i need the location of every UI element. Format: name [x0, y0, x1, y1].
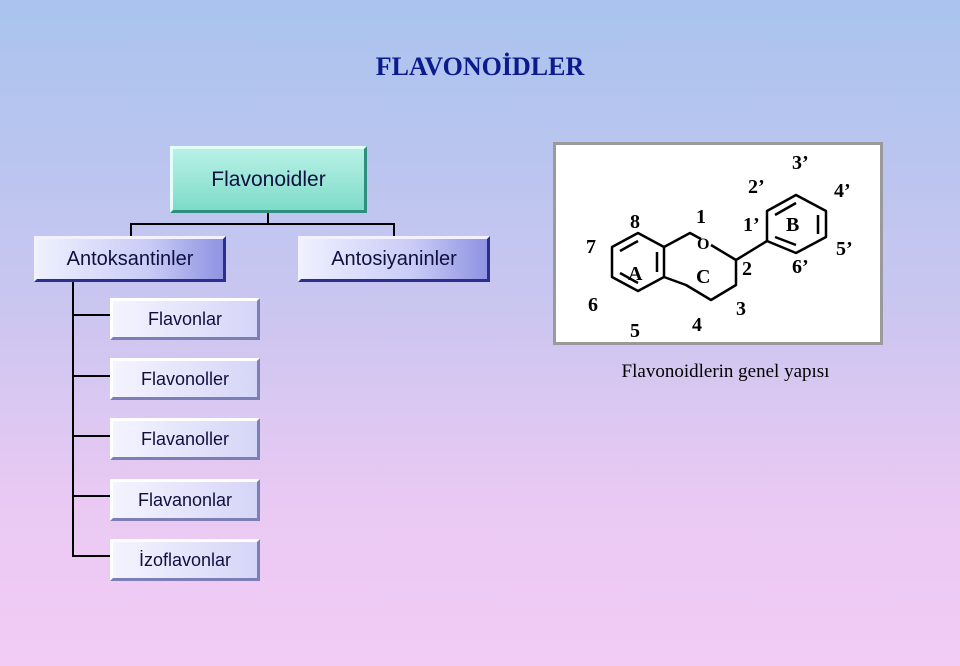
flavonoid-structure-diagram: O A C B 1 2 3 4 5 6 7 8 1’ 2’ 3’ 4’ 5’ 6…	[553, 142, 883, 345]
connector-left-drop	[130, 223, 132, 236]
atom-number-4: 4	[692, 314, 702, 336]
node-flavonoller: Flavonoller	[110, 358, 260, 400]
ring-c-bonds	[663, 231, 702, 249]
atom-number-2-prime: 2’	[748, 176, 765, 198]
node-antoksantinler: Antoksantinler	[34, 236, 226, 282]
connector-horizontal	[130, 223, 395, 225]
atom-number-8: 8	[630, 211, 640, 233]
root-node-flavonoidler: Flavonoidler	[170, 146, 367, 213]
node-izoflavonlar: İzoflavonlar	[110, 539, 260, 581]
connector-branch-5	[72, 555, 110, 557]
connector-branch-2	[72, 375, 110, 377]
bond-c2-c1prime	[735, 239, 768, 262]
atom-number-6: 6	[588, 294, 598, 316]
connector-root-stem	[267, 213, 269, 224]
atom-number-7: 7	[586, 236, 596, 258]
atom-number-5: 5	[630, 320, 640, 342]
structure-caption: Flavonoidlerin genel yapısı	[621, 361, 830, 382]
atom-number-2: 2	[742, 258, 752, 280]
atom-number-3-prime: 3’	[792, 152, 809, 174]
atom-number-4-prime: 4’	[834, 180, 851, 202]
atom-number-3: 3	[736, 298, 746, 320]
connector-branch-4	[72, 495, 110, 497]
flavonoid-skeleton-svg: O A C B 1 2 3 4 5 6 7 8 1’ 2’ 3’ 4’ 5’ 6…	[586, 152, 853, 342]
atom-number-5-prime: 5’	[836, 238, 853, 260]
atom-o: O	[697, 236, 709, 253]
node-flavanoller: Flavanoller	[110, 418, 260, 460]
connector-branch-3	[72, 435, 110, 437]
node-flavanonlar: Flavanonlar	[110, 479, 260, 521]
atom-number-6-prime: 6’	[792, 256, 809, 278]
atom-number-1-prime: 1’	[743, 214, 760, 236]
atom-number-1: 1	[696, 206, 706, 228]
node-flavonlar: Flavonlar	[110, 298, 260, 340]
page-title: FLAVONOİDLER	[375, 52, 585, 81]
connector-branch-1	[72, 314, 110, 316]
ring-b-bonds	[765, 193, 828, 255]
ring-label-c: C	[696, 266, 710, 288]
ring-label-a: A	[628, 263, 643, 285]
ring-label-b: B	[786, 214, 799, 236]
connector-vertical-spine	[72, 281, 74, 556]
node-antosiyaninler: Antosiyaninler	[298, 236, 490, 282]
connector-right-drop	[393, 223, 395, 236]
